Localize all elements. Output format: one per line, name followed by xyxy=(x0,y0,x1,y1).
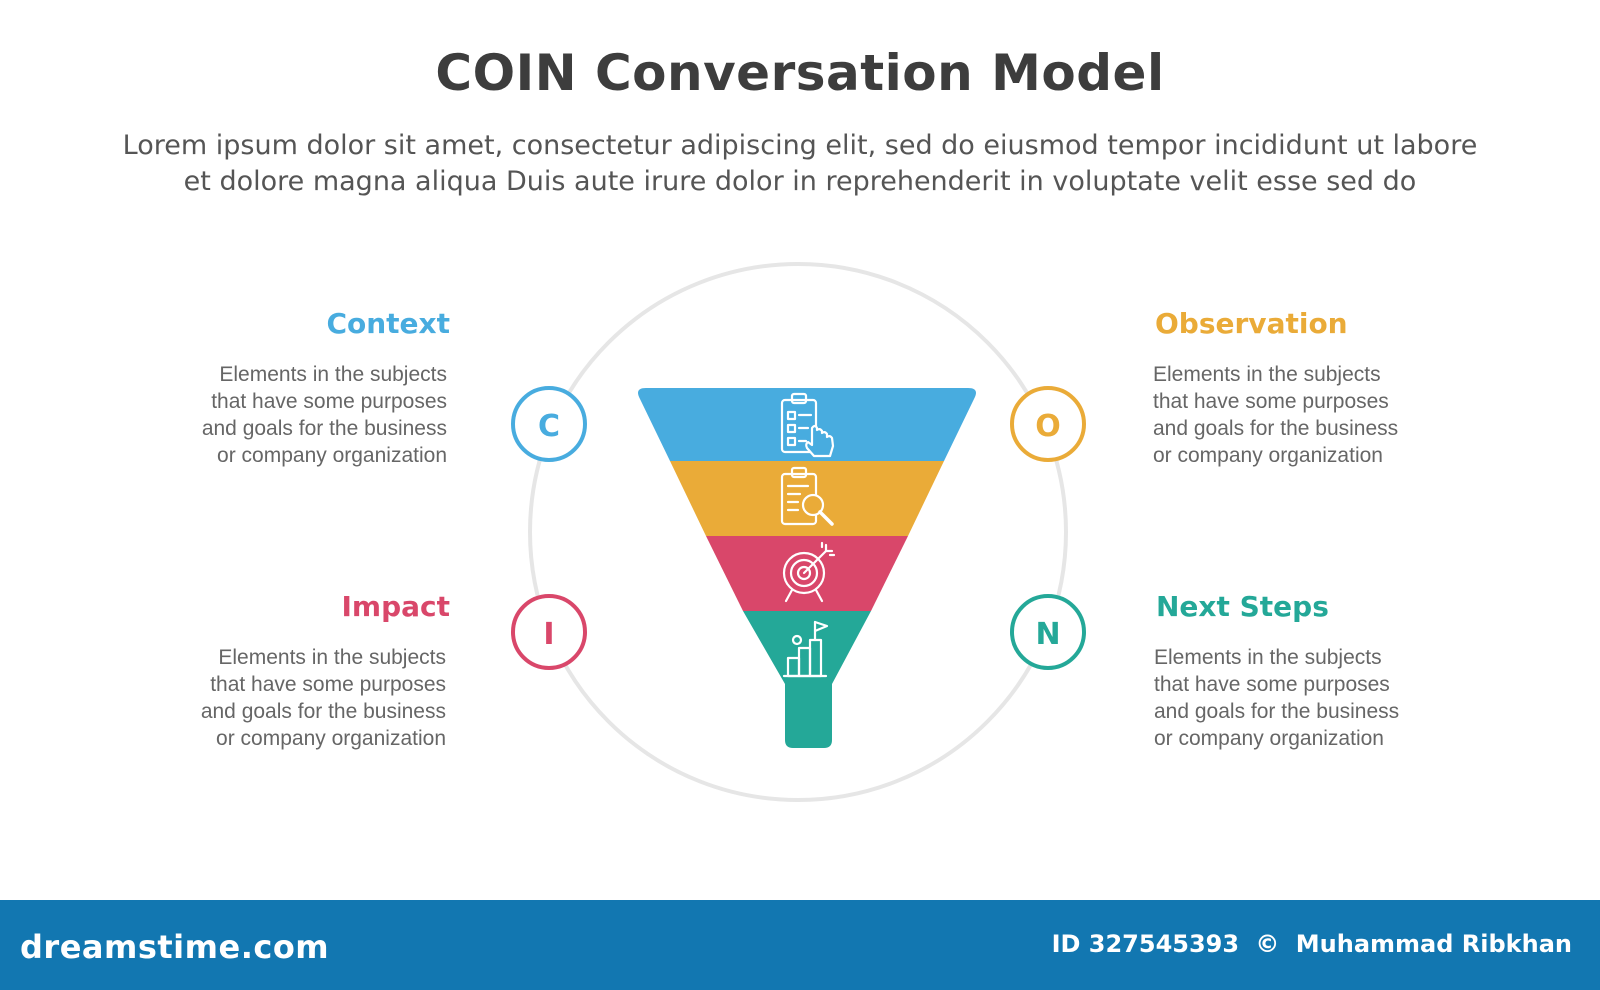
page-title: COIN Conversation Model xyxy=(435,44,1165,102)
letter-n: N xyxy=(1035,617,1060,652)
letter-circle-o: O xyxy=(1010,386,1086,462)
funnel-segment-next-steps xyxy=(743,611,871,748)
funnel-segment-context xyxy=(638,388,976,461)
desc-context-line-2: that have some purposes xyxy=(211,390,447,413)
heading-context: Context xyxy=(326,307,450,340)
desc-next-steps-line-2: that have some purposes xyxy=(1154,673,1390,696)
desc-observation-line-3: and goals for the business xyxy=(1153,417,1399,440)
footer-credit: ID 327545393 © Muhammad Ribkhan xyxy=(1052,930,1572,958)
heading-next-steps: Next Steps xyxy=(1156,590,1329,623)
heading-observation: Observation xyxy=(1155,307,1348,340)
letter-circle-c: C xyxy=(511,386,587,462)
desc-observation-line-4: or company organization xyxy=(1153,444,1383,467)
desc-observation-line-2: that have some purposes xyxy=(1153,390,1389,413)
desc-next-steps: Elements in the subjects that have some … xyxy=(1154,644,1434,752)
desc-impact: Elements in the subjects that have some … xyxy=(166,644,446,752)
clipboard-magnifier-icon xyxy=(780,466,834,526)
subtitle-line-1: Lorem ipsum dolor sit amet, consectetur … xyxy=(122,130,1478,161)
desc-context-line-3: and goals for the business xyxy=(201,417,447,440)
target-arrow-icon xyxy=(782,541,836,603)
desc-context-line-4: or company organization xyxy=(217,444,447,467)
desc-observation: Elements in the subjects that have some … xyxy=(1153,361,1433,469)
letter-o: O xyxy=(1035,409,1061,444)
footer-logo[interactable]: dreamstime.com xyxy=(20,928,330,966)
page-subtitle: Lorem ipsum dolor sit amet, consectetur … xyxy=(70,128,1530,200)
desc-impact-line-1: Elements in the subjects xyxy=(218,646,446,669)
letter-circle-n: N xyxy=(1010,594,1086,670)
subtitle-line-2: et dolore magna aliqua Duis aute irure d… xyxy=(183,166,1417,197)
footer-image-id: ID 327545393 xyxy=(1051,930,1240,958)
heading-impact: Impact xyxy=(341,590,450,623)
copyright-symbol: © xyxy=(1255,930,1280,958)
footer-author: Muhammad Ribkhan xyxy=(1295,930,1572,958)
funnel-segment-impact xyxy=(706,536,908,611)
desc-next-steps-line-3: and goals for the business xyxy=(1154,700,1400,723)
growth-bars-flag-icon xyxy=(782,620,829,678)
clipboard-checklist-click-icon xyxy=(780,392,835,458)
coin-funnel-diagram: C O I N xyxy=(511,262,1086,802)
desc-impact-line-4: or company organization xyxy=(216,727,446,750)
desc-context: Elements in the subjects that have some … xyxy=(167,361,447,469)
letter-c: C xyxy=(538,409,560,444)
desc-observation-line-1: Elements in the subjects xyxy=(1153,363,1381,386)
desc-context-line-1: Elements in the subjects xyxy=(219,363,447,386)
letter-i: I xyxy=(543,617,554,652)
desc-next-steps-line-1: Elements in the subjects xyxy=(1154,646,1382,669)
letter-circle-i: I xyxy=(511,594,587,670)
outer-ring xyxy=(528,262,1068,802)
desc-next-steps-line-4: or company organization xyxy=(1154,727,1384,750)
desc-impact-line-3: and goals for the business xyxy=(200,700,446,723)
desc-impact-line-2: that have some purposes xyxy=(210,673,446,696)
footer-bar: dreamstime.com ID 327545393 © Muhammad R… xyxy=(0,900,1600,990)
